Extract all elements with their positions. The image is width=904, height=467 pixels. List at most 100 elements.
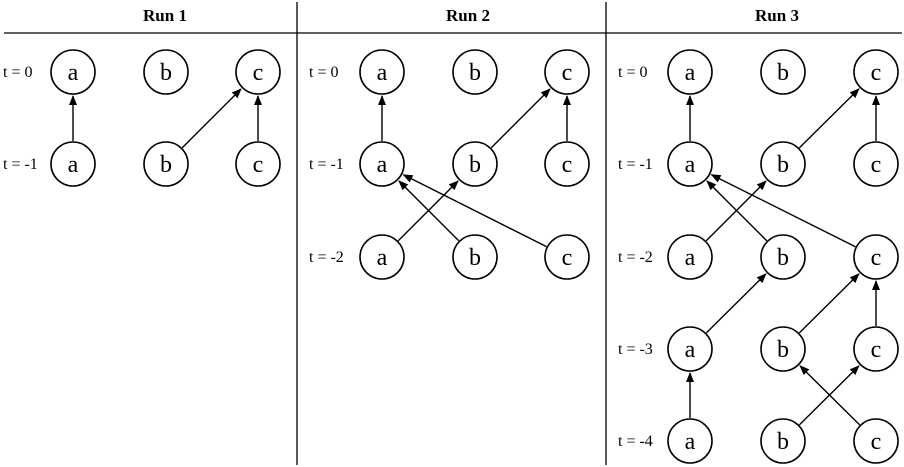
node-letter: b [777, 245, 789, 271]
node-b: b [760, 326, 806, 372]
node-circle [235, 141, 281, 187]
edge-arrow [798, 273, 860, 334]
edge-arrow [402, 174, 547, 248]
time-label: t = 0 [618, 64, 647, 81]
time-label: t = -1 [309, 156, 344, 173]
node-letter: b [777, 152, 789, 178]
node-letter: c [562, 152, 573, 178]
node-c: c [853, 141, 899, 187]
node-circle [359, 234, 405, 280]
node-letter: b [469, 60, 481, 86]
node-letter: a [377, 245, 388, 271]
edge-arrow [490, 88, 551, 149]
node-letter: a [377, 152, 388, 178]
node-letter: c [253, 60, 264, 86]
node-circle [544, 49, 590, 95]
edge-arrow [398, 180, 460, 242]
time-label: t = -4 [618, 433, 653, 450]
node-circle [50, 141, 96, 187]
edge-arrow [798, 88, 860, 149]
node-circle [452, 234, 498, 280]
node-circle [544, 234, 590, 280]
node-letter: b [469, 245, 481, 271]
node-letter: c [562, 60, 573, 86]
node-letter: a [685, 245, 696, 271]
edge-arrow [181, 88, 242, 149]
node-circle [452, 49, 498, 95]
node-letter: b [160, 152, 172, 178]
node-circle [853, 141, 899, 187]
edge-arrow [706, 180, 768, 242]
node-b: b [760, 49, 806, 95]
node-a: a [359, 234, 405, 280]
node-letter: a [685, 429, 696, 455]
node-circle [667, 234, 713, 280]
run-2-title: Run 2 [446, 6, 490, 25]
node-circle [760, 418, 806, 464]
node-a: a [50, 141, 96, 187]
node-circle [667, 49, 713, 95]
node-letter: a [685, 152, 696, 178]
time-label: t = -2 [309, 249, 344, 266]
node-letter: b [160, 60, 172, 86]
node-circle [544, 141, 590, 187]
node-c: c [235, 141, 281, 187]
node-a: a [667, 326, 713, 372]
node-letter: a [685, 60, 696, 86]
node-circle [760, 49, 806, 95]
node-letter: a [685, 337, 696, 363]
run-1-title: Run 1 [143, 6, 187, 25]
time-label: t = -3 [618, 341, 653, 358]
node-c: c [853, 234, 899, 280]
node-letter: b [777, 337, 789, 363]
edge-arrow [705, 273, 767, 334]
node-c: c [853, 418, 899, 464]
node-circle [667, 141, 713, 187]
node-letter: a [377, 60, 388, 86]
node-a: a [359, 49, 405, 95]
node-a: a [667, 49, 713, 95]
node-b: b [760, 234, 806, 280]
node-c: c [544, 234, 590, 280]
node-circle [760, 234, 806, 280]
node-b: b [143, 49, 189, 95]
node-letter: c [253, 152, 264, 178]
node-c: c [544, 141, 590, 187]
time-labels-layer: t = 0 t = -1 t = 0 t = -1 t = -2 t = 0 t = -1 t… [3, 64, 653, 450]
node-b: b [452, 49, 498, 95]
edge-arrow [710, 174, 856, 248]
run-3-title: Run 3 [755, 6, 799, 25]
time-label: t = -1 [3, 156, 38, 173]
node-circle [143, 141, 189, 187]
node-circle [667, 418, 713, 464]
node-a: a [667, 234, 713, 280]
node-a: a [50, 49, 96, 95]
node-letter: c [871, 152, 882, 178]
time-label: t = 0 [309, 64, 338, 81]
node-letter: c [871, 245, 882, 271]
node-c: c [235, 49, 281, 95]
node-circle [50, 49, 96, 95]
node-circle [452, 141, 498, 187]
time-label: t = -1 [618, 156, 653, 173]
node-letter: c [871, 429, 882, 455]
node-letter: b [777, 429, 789, 455]
node-letter: a [68, 152, 79, 178]
node-c: c [544, 49, 590, 95]
node-b: b [760, 141, 806, 187]
time-label: t = 0 [3, 64, 32, 81]
node-circle [853, 49, 899, 95]
node-a: a [667, 418, 713, 464]
node-c: c [853, 49, 899, 95]
node-circle [359, 141, 405, 187]
node-b: b [452, 234, 498, 280]
node-circle [760, 141, 806, 187]
node-letter: a [68, 60, 79, 86]
node-circle [143, 49, 189, 95]
node-b: b [143, 141, 189, 187]
node-circle [359, 49, 405, 95]
node-letter: c [871, 60, 882, 86]
node-circle [760, 326, 806, 372]
